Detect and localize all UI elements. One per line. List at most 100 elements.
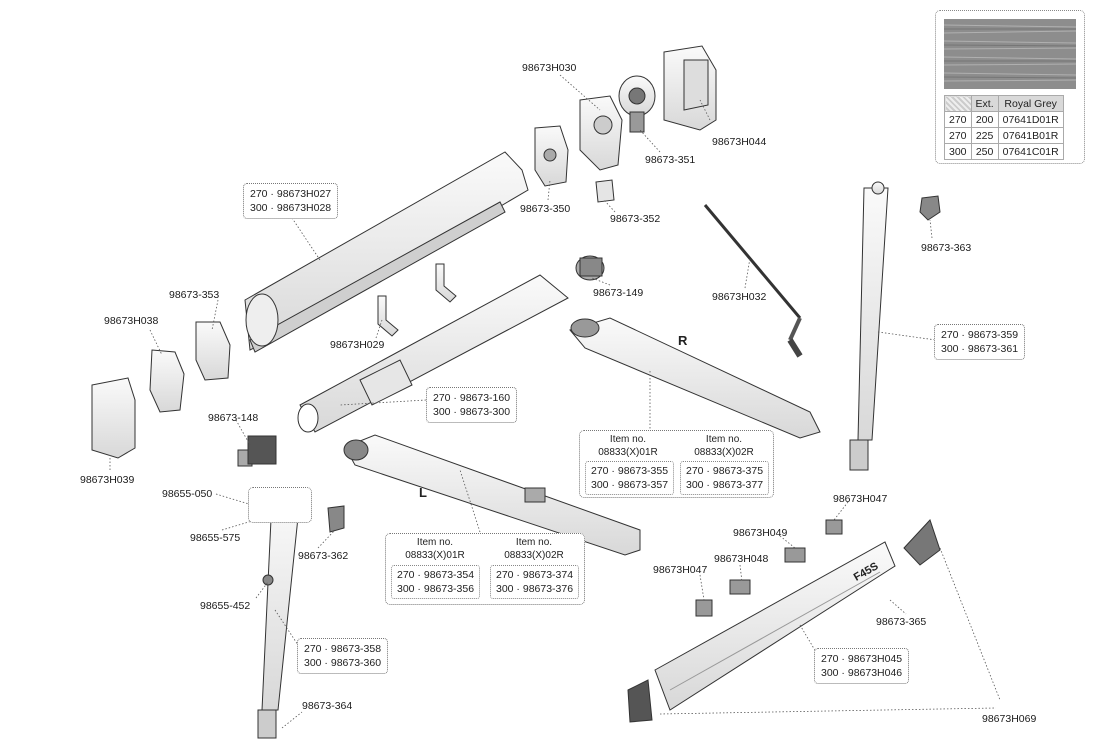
colour-table: Ext. Royal Grey 270 200 07641D01R 270 22… [935, 10, 1085, 164]
front-profile [244, 151, 529, 353]
plug-148 [237, 435, 277, 467]
variant-line: 270 · 98673-355 [591, 465, 669, 477]
part-label-98673-362: 98673-362 [298, 550, 349, 562]
end-cap-left [91, 377, 136, 459]
table-cell: 300 [944, 143, 972, 160]
table-row: 300 250 07641C01R [944, 143, 1064, 160]
table-cell: 225 [970, 127, 999, 144]
part-label-98673-148: 98673-148 [208, 412, 259, 424]
hook-363 [919, 195, 941, 221]
part-label-98655-452: 98655-452 [200, 600, 251, 612]
table-row: 270 200 07641D01R [944, 111, 1064, 128]
variant-box-left-leg: 270 · 98673-358 300 · 98673-360 [297, 638, 389, 674]
variant-line: 300 · 98673H046 [821, 667, 903, 679]
part-label-98673h030: 98673H030 [522, 62, 577, 74]
roller-tube [297, 274, 569, 433]
part-label-98673h039: 98673H039 [80, 474, 135, 486]
part-label-98673-363: 98673-363 [921, 242, 972, 254]
variant-box-front-profile: 270 · 98673H027 300 · 98673H028 [243, 183, 339, 219]
hardware-frame [248, 487, 312, 523]
side-plate-h038 [149, 349, 185, 413]
end-caps-front-bar [627, 519, 941, 723]
variant-line: 270 · 98673-375 [686, 465, 764, 477]
part-label-98673-353: 98673-353 [169, 289, 220, 301]
side-plate-350 [534, 125, 569, 187]
variant-line: 300 · 98673-377 [686, 479, 764, 491]
hook-362 [327, 505, 345, 533]
part-label-98673h029: 98673H029 [330, 339, 385, 351]
left-arm-variants: Item no. 08833(X)01R Item no. 08833(X)02… [385, 533, 585, 605]
part-label-98673h038: 98673H038 [104, 315, 159, 327]
part-label-98655-575: 98655-575 [190, 532, 241, 544]
variant-line: 300 · 98673-357 [591, 479, 669, 491]
front-bar [654, 541, 896, 711]
variant-list: 270 · 98673-374 300 · 98673-376 [490, 565, 580, 599]
side-plate-353 [195, 321, 231, 381]
table-cell: 200 [970, 111, 999, 128]
table-cell: 07641B01R [997, 127, 1064, 144]
variant-line: 270 · 98673H045 [821, 653, 903, 665]
variant-line: 270 · 98673-354 [397, 569, 475, 581]
part-label-98673h069: 98673H069 [982, 713, 1037, 725]
part-label-98673-365: 98673-365 [876, 616, 927, 628]
table-header-blank [944, 95, 972, 112]
part-label-98673h047-bottom: 98673H047 [653, 564, 708, 576]
right-arm [569, 317, 821, 439]
variant-list: 270 · 98673-355 300 · 98673-357 [585, 461, 675, 495]
side-plate-030 [579, 95, 623, 171]
side-marker-left: L [419, 485, 427, 500]
variant-line: 300 · 98673H028 [250, 202, 332, 214]
right-arm-variants: Item no. 08833(X)01R Item no. 08833(X)02… [579, 430, 774, 498]
variant-line: 270 · 98673H027 [250, 188, 332, 200]
item-code: 08833(X)01R [598, 447, 658, 458]
item-code: 08833(X)01R [405, 550, 465, 561]
variant-line: 270 · 98673-374 [496, 569, 574, 581]
item-no-label: Item no. [609, 434, 647, 445]
table-header-ext: Ext. [970, 95, 999, 112]
variant-line: 270 · 98673-359 [941, 329, 1019, 341]
table-header-colour: Royal Grey [997, 95, 1064, 112]
item-no-label: Item no. [515, 537, 553, 548]
part-label-98673-364: 98673-364 [302, 700, 353, 712]
plug-149 [575, 255, 605, 281]
part-label-98673h049: 98673H049 [733, 527, 788, 539]
part-label-98673-149: 98673-149 [593, 287, 644, 299]
variant-line: 300 · 98673-300 [433, 406, 511, 418]
variant-line: 300 · 98673-376 [496, 583, 574, 595]
table-cell: 07641D01R [997, 111, 1064, 128]
leader-lines [109, 74, 1001, 729]
table-cell: 07641C01R [997, 143, 1064, 160]
part-label-98673-350: 98673-350 [520, 203, 571, 215]
table-cell: 250 [970, 143, 999, 160]
left-leg [257, 497, 301, 739]
part-label-98673h047-top: 98673H047 [833, 493, 888, 505]
variant-line: 270 · 98673-160 [433, 392, 511, 404]
variant-line: 300 · 98673-360 [304, 657, 382, 669]
table-row: 270 225 07641B01R [944, 127, 1064, 144]
part-label-98673-352: 98673-352 [610, 213, 661, 225]
variant-list: 270 · 98673-375 300 · 98673-377 [680, 461, 770, 495]
variant-box-right-leg: 270 · 98673-359 300 · 98673-361 [934, 324, 1026, 360]
part-label-98673h044: 98673H044 [712, 136, 767, 148]
part-label-98673h048: 98673H048 [714, 553, 769, 565]
bracket-h029 [377, 263, 457, 337]
part-label-98673h032: 98673H032 [712, 291, 767, 303]
clips-front-bar [695, 519, 843, 617]
variant-line: 270 · 98673-358 [304, 643, 382, 655]
left-arm [343, 434, 641, 556]
item-code: 08833(X)02R [504, 550, 564, 561]
item-no-label: Item no. [705, 434, 743, 445]
colour-code-table: Ext. Royal Grey 270 200 07641D01R 270 22… [944, 95, 1064, 160]
clip-352 [595, 179, 615, 203]
item-code: 08833(X)02R [694, 447, 754, 458]
part-label-98673-351: 98673-351 [645, 154, 696, 166]
end-cap-right [663, 45, 717, 131]
variant-list: 270 · 98673-354 300 · 98673-356 [391, 565, 481, 599]
gear-unit [618, 75, 656, 133]
table-cell: 270 [944, 127, 972, 144]
item-no-label: Item no. [416, 537, 454, 548]
variant-line: 300 · 98673-361 [941, 343, 1019, 355]
fabric-swatch [944, 19, 1076, 89]
